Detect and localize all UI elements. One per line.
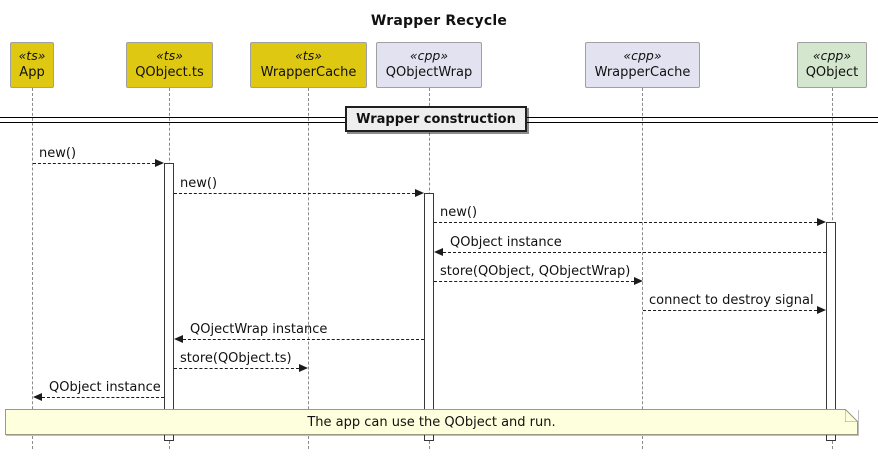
message-label-store-qobjectts: store(QObject.ts) [180,351,292,366]
participant-name: QObject.ts [135,64,204,80]
participant-name: WrapperCache [594,64,691,80]
message-label-new-qobjectts-to-qobjectwrap: new() [180,176,218,191]
message-line-qojectwrap-instance-return [183,339,424,340]
message-arrowhead-qobject-instance-return [434,248,443,256]
message-label-new-app-to-qobjectts: new() [39,146,77,161]
message-label-store-qobject-qobjectwrap: store(QObject, QObjectWrap) [440,264,631,279]
message-line-connect-to-destroy-signal [643,310,817,311]
activation-bar-qobject [826,222,836,441]
message-label-qojectwrap-instance-return: QOjectWrap instance [190,322,328,337]
note: The app can use the QObject and run. [5,409,858,435]
participant-name: QObjectWrap [385,64,473,80]
participant-name: QObject [805,64,859,80]
message-line-new-qobjectts-to-qobjectwrap [174,193,415,194]
message-arrowhead-store-qobject-qobjectwrap [634,277,643,285]
participant-box-qobject-ts: «ts»QObject.ts [126,42,213,88]
note-fold-icon [845,409,858,422]
message-label-connect-to-destroy-signal: connect to destroy signal [649,293,814,308]
lifeline-app [32,88,33,449]
lifeline-wrappercache-cpp [642,88,643,449]
participant-box-app: «ts»App [10,42,54,88]
message-line-store-qobjectts [174,368,299,369]
participant-stereotype: «cpp» [623,48,662,64]
message-arrowhead-connect-to-destroy-signal [817,306,826,314]
message-line-qobject-instance-return [443,252,826,253]
participant-stereotype: «ts» [156,48,183,64]
participant-box-qobjectwrap: «cpp»QObjectWrap [376,42,482,88]
message-arrowhead-qojectwrap-instance-return [174,335,183,343]
participant-stereotype: «ts» [295,48,322,64]
message-arrowhead-store-qobjectts [299,364,308,372]
lifeline-wrappercache-ts [308,88,309,449]
divider-label-box: Wrapper construction [345,106,527,132]
participant-stereotype: «cpp» [812,48,852,64]
message-line-new-qobjectwrap-to-qobject [434,222,817,223]
participant-stereotype: «cpp» [409,48,449,64]
participant-box-wrappercache-cpp: «cpp»WrapperCache [585,42,700,88]
diagram-title: Wrapper Recycle [370,13,508,29]
message-label-qobject-instance-to-app: QObject instance [49,380,161,395]
message-line-new-app-to-qobjectts [33,163,155,164]
note-text: The app can use the QObject and run. [307,414,556,430]
activation-bar-qobject-ts [164,163,174,441]
participant-name: WrapperCache [260,64,357,80]
message-line-qobject-instance-to-app [42,397,164,398]
message-label-qobject-instance-return: QObject instance [450,235,562,250]
participant-box-wrappercache-ts: «ts»WrapperCache [250,42,367,88]
participant-stereotype: «ts» [18,48,46,64]
message-label-new-qobjectwrap-to-qobject: new() [440,205,478,220]
message-line-store-qobject-qobjectwrap [434,281,634,282]
activation-bar-qobjectwrap [424,193,434,441]
message-arrowhead-new-app-to-qobjectts [155,159,164,167]
divider-label: Wrapper construction [356,111,516,127]
message-arrowhead-new-qobjectwrap-to-qobject [817,218,826,226]
participant-name: App [19,64,45,80]
message-arrowhead-new-qobjectts-to-qobjectwrap [415,189,424,197]
message-arrowhead-qobject-instance-to-app [33,393,42,401]
participant-box-qobject: «cpp»QObject [797,42,867,88]
